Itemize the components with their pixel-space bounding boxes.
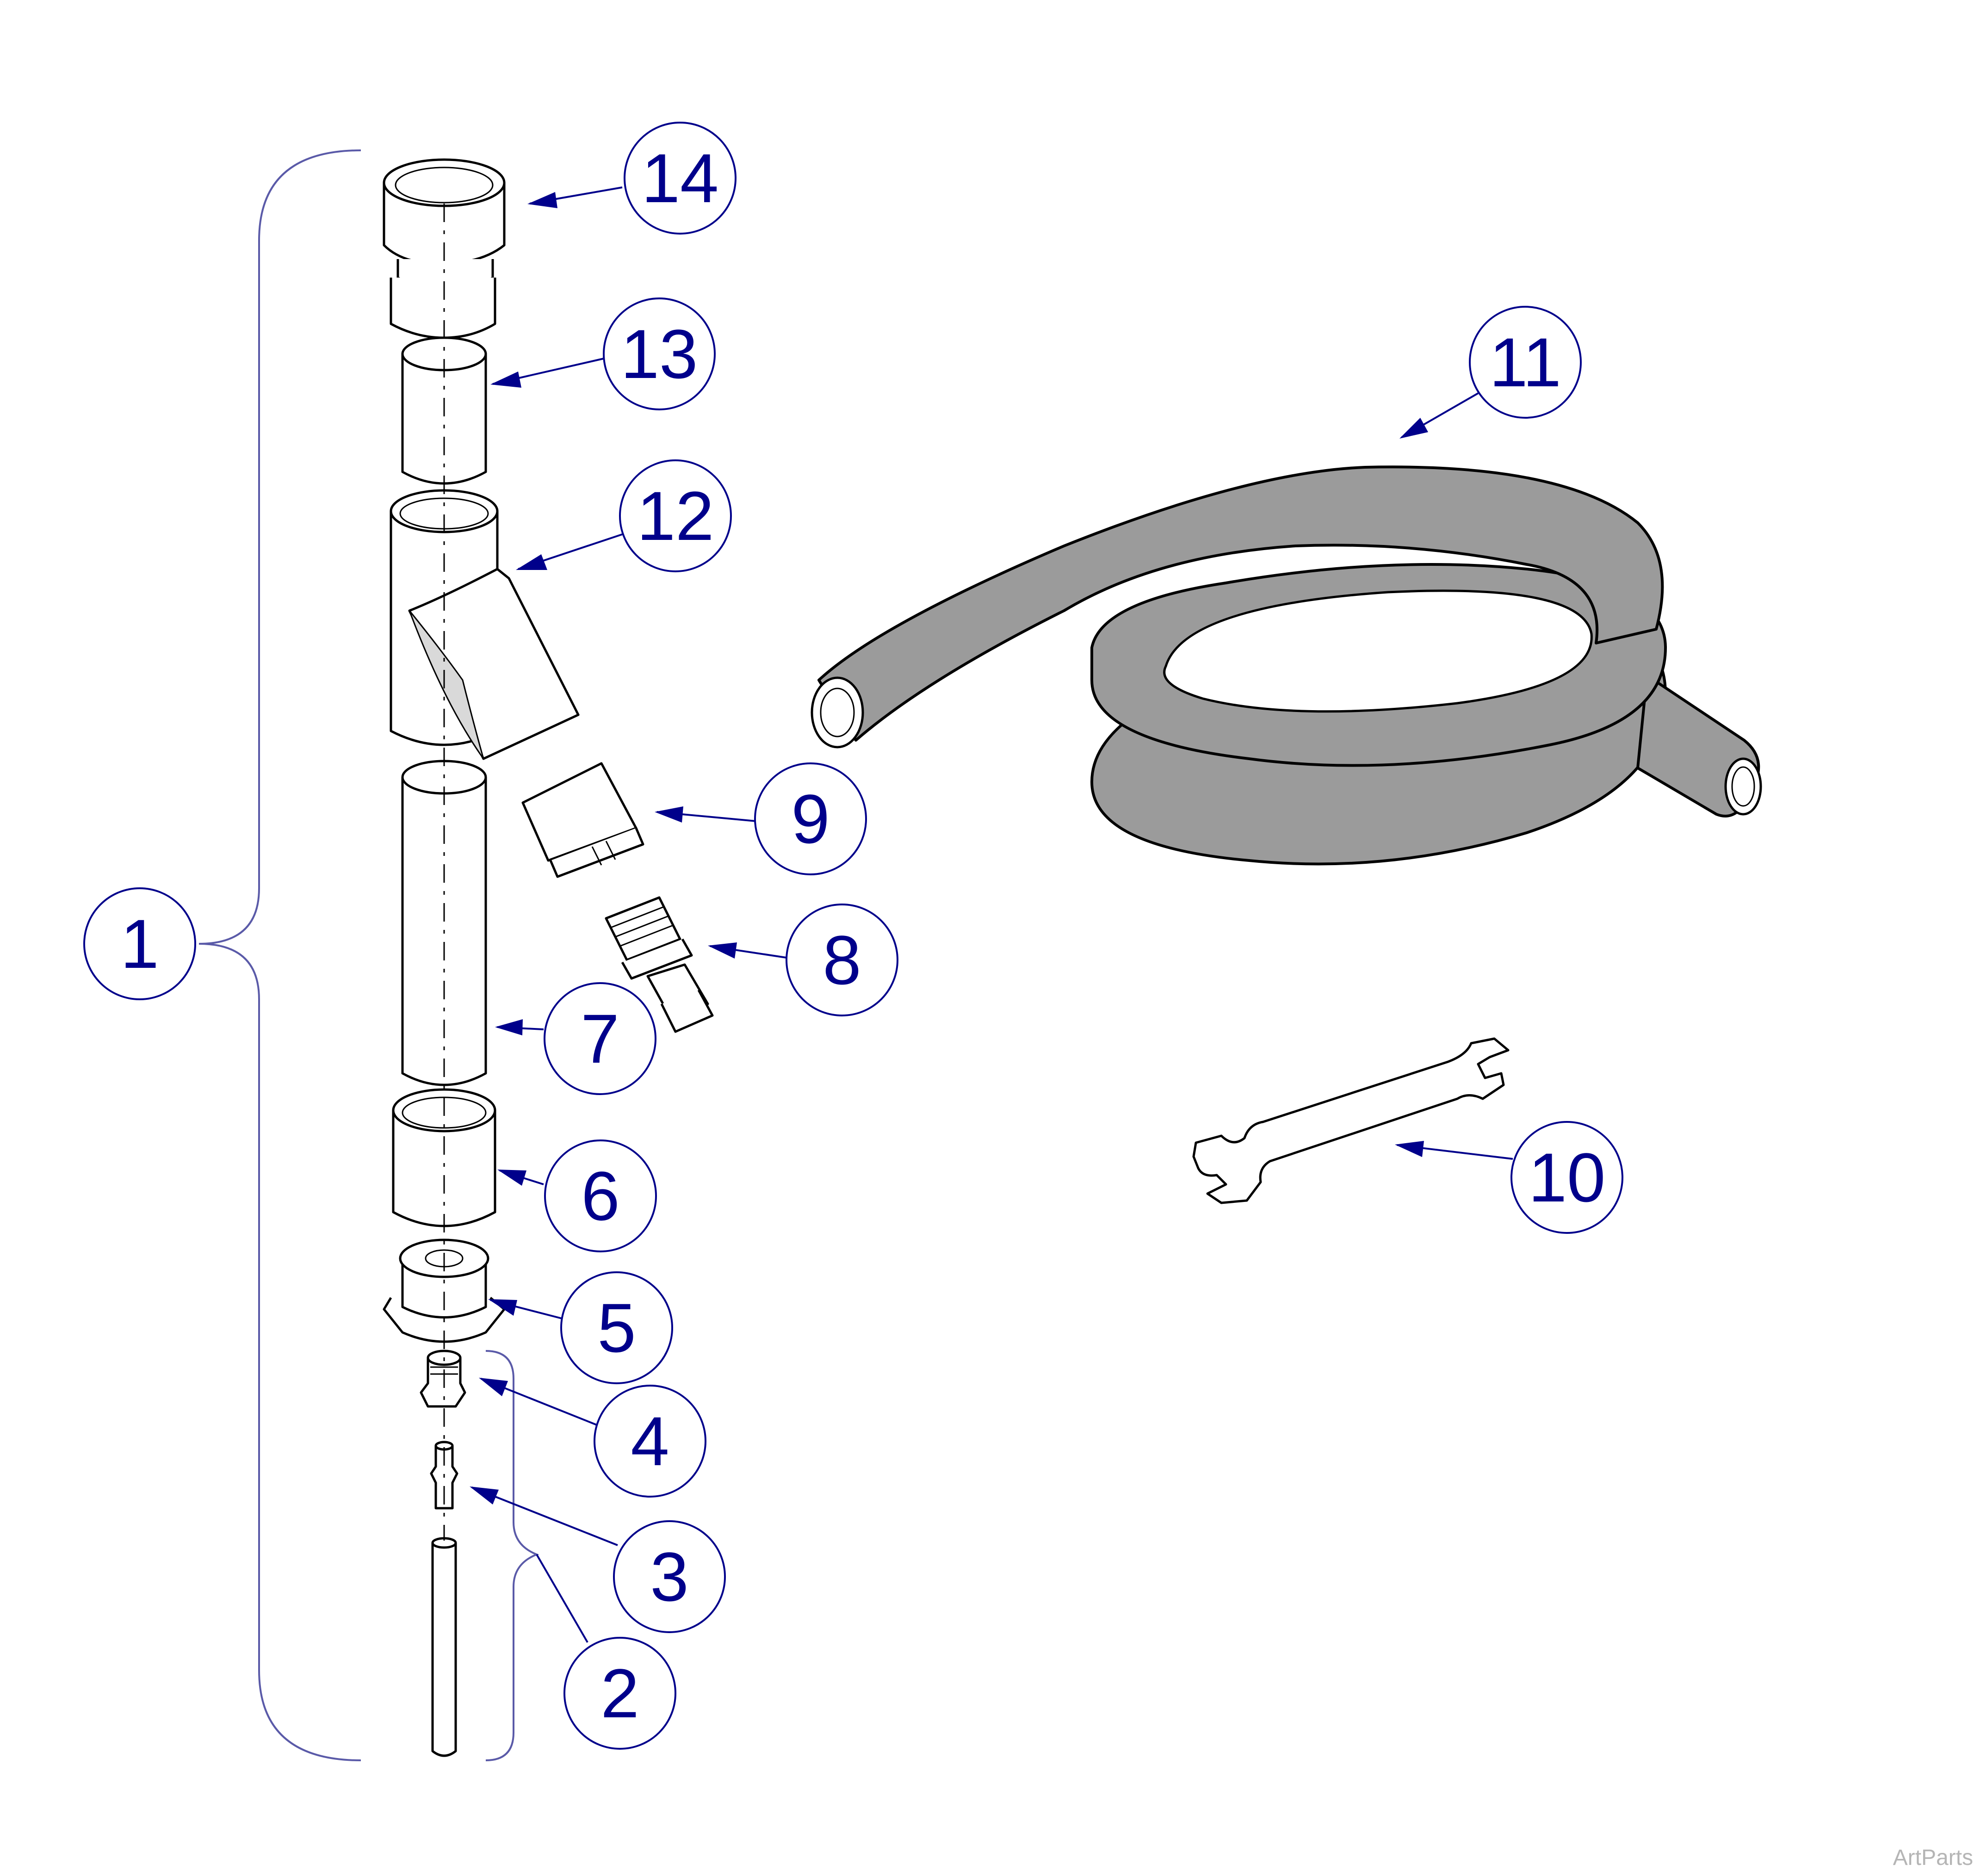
callout-8-label: 8: [823, 921, 861, 999]
callout-11-label: 11: [1489, 323, 1561, 401]
callout-13-label: 13: [621, 315, 698, 393]
callout-4: 4: [594, 1385, 706, 1498]
callout-10: 10: [1510, 1121, 1623, 1234]
callout-1: 1: [83, 887, 196, 1000]
callout-12-label: 12: [637, 477, 714, 555]
part-12-wye-fitting: [390, 489, 580, 760]
assembly-2-brace: [485, 1350, 539, 1761]
callout-14-label: 14: [642, 139, 719, 217]
part-11-hose: [811, 465, 1762, 866]
part-10-wrench: [1192, 1037, 1510, 1204]
callout-5: 5: [560, 1271, 673, 1384]
callout-12: 12: [619, 459, 732, 572]
callout-2: 2: [563, 1637, 676, 1750]
callout-10-label: 10: [1529, 1139, 1606, 1216]
leader-lines: [470, 186, 1513, 1643]
callout-4-label: 4: [631, 1402, 669, 1480]
part-9-adapter: [521, 762, 644, 878]
callout-6: 6: [544, 1139, 657, 1252]
callout-9: 9: [754, 762, 867, 875]
callout-1-label: 1: [120, 905, 159, 983]
callout-8: 8: [786, 904, 898, 1016]
part-8-hose-barb: [605, 896, 714, 1033]
part-14-coupling: [383, 158, 506, 339]
callout-3-label: 3: [650, 1538, 688, 1616]
callout-9-label: 9: [791, 780, 829, 858]
part-2-tube: [431, 1537, 457, 1757]
callout-11: 11: [1469, 306, 1582, 419]
callout-6-label: 6: [581, 1157, 619, 1235]
callout-2-label: 2: [600, 1654, 639, 1732]
part-5-bushing: [383, 1238, 506, 1343]
callout-13: 13: [603, 297, 716, 410]
watermark: ArtParts: [1893, 1845, 1973, 1870]
callout-7-label: 7: [581, 1000, 619, 1077]
callout-5-label: 5: [597, 1289, 636, 1367]
callout-7: 7: [544, 982, 656, 1095]
callout-3: 3: [613, 1520, 726, 1633]
part-4-fitting: [420, 1350, 466, 1408]
assembly-1-brace: [198, 149, 361, 1761]
callout-14: 14: [624, 122, 737, 235]
